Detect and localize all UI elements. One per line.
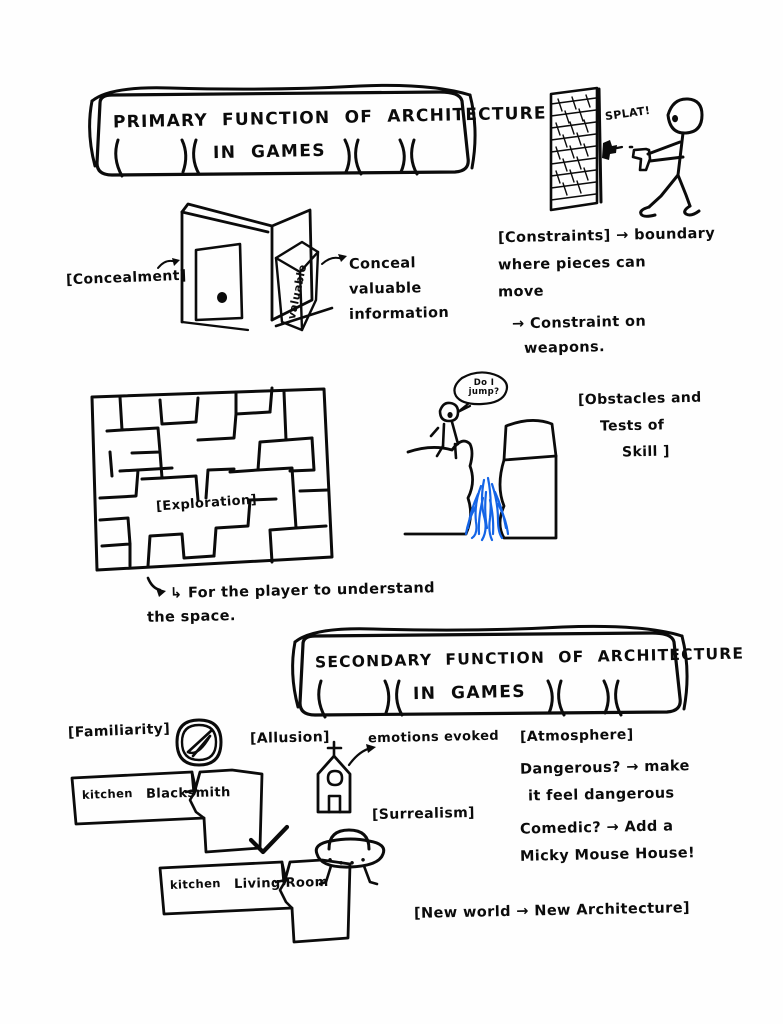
maze-drawing [90,386,334,597]
brick-wall-drawing [549,86,634,212]
constraints-line3: move [497,283,545,301]
familiarity-emblem [175,718,223,767]
church-drawing [316,740,376,814]
conceal-note-line1: Conceal [348,255,417,273]
cliff-chasm-drawing [403,371,558,542]
primary-banner-frame [88,83,477,178]
concealment-room-drawing [157,202,347,332]
obstacles-label-line3: Skill ] [621,443,671,461]
conceal-note-line2: valuable [348,280,422,298]
surrealism-label: [Surrealism] [371,804,476,824]
obstacles-label-line2: Tests of [599,417,665,435]
obstacles-label-line1: [Obstacles and [577,389,702,409]
plan-a-room-left-label: kitchen [81,786,134,802]
constraints-line4: → Constraint on [511,313,647,333]
atmosphere-label: [Atmosphere] [519,726,634,746]
plan-b-room-left-label: kitchen [169,876,222,892]
checkmark-drawing [248,824,290,855]
atmosphere-line4: Micky Mouse House! [519,845,696,865]
primary-banner-line2: IN GAMES [212,140,327,164]
constraints-line2: where pieces can [497,254,647,274]
jump-speech-bubble-text: Do I jump? [468,378,500,398]
atmosphere-line3: Comedic? → Add a [519,818,674,838]
atmosphere-line1: Dangerous? → make [519,758,691,778]
secondary-banner-line2: IN GAMES [412,681,527,705]
plan-a-room-right-label: Blacksmith [145,785,231,802]
plan-b-room-right-label: Living Room [233,875,329,892]
atmosphere-line2: it feel dangerous [527,785,675,805]
stick-figure-shooter [631,97,704,218]
floorplan-livingroom [158,858,352,944]
ufo-drawing [314,828,386,886]
emotions-evoked-note: emotions evoked [367,728,500,747]
exploration-caption-line2: the space. [146,608,237,626]
allusion-label: [Allusion] [249,729,331,747]
constraints-line5: weapons. [523,339,606,357]
conceal-note-line3: information [348,304,450,324]
floorplan-blacksmith [70,768,264,854]
secondary-banner-frame [291,624,689,719]
